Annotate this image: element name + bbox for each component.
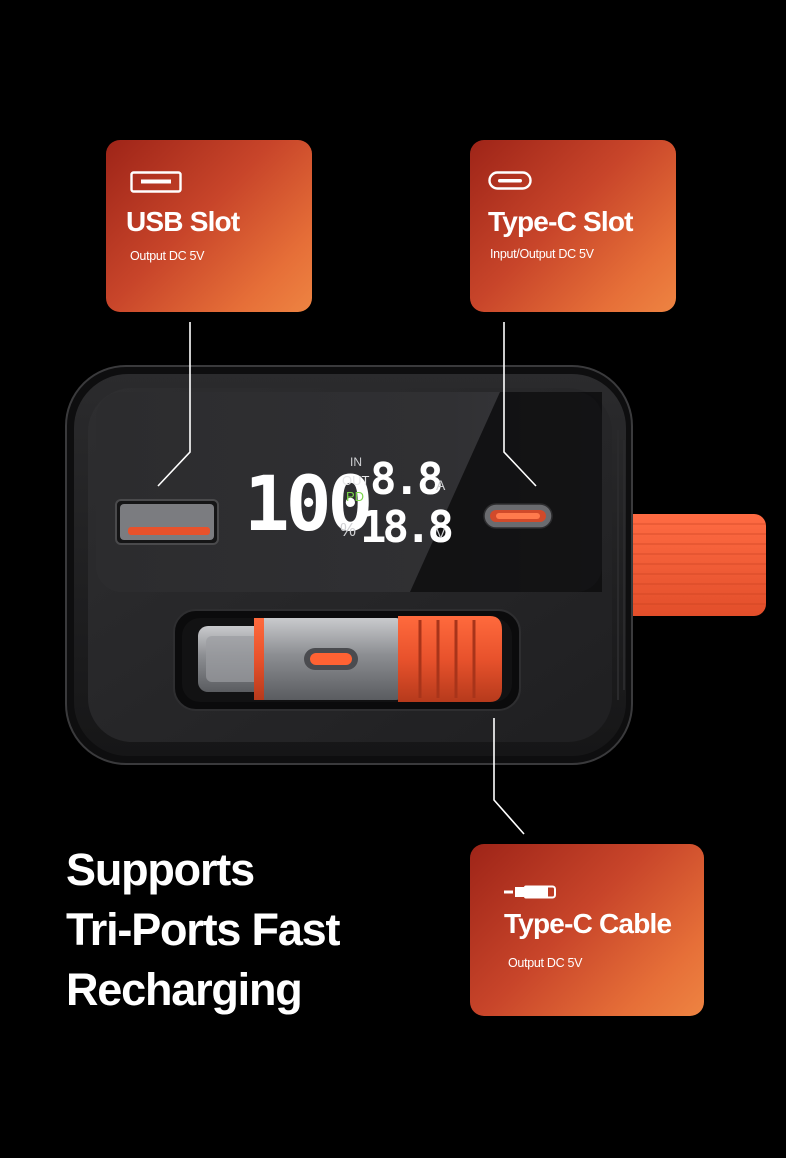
display-panel (96, 392, 602, 592)
display-out-label: OUT (342, 473, 370, 488)
usb-slot-title: USB Slot (126, 206, 240, 237)
type-c-port (483, 503, 553, 529)
display-amp-unit: A (436, 477, 446, 493)
headline-line-2: Tri-Ports Fast (66, 904, 340, 955)
display-amp-value: 8.8 (370, 454, 441, 505)
display-percent-sign: % (340, 520, 356, 540)
type-c-cable-subtitle: Output DC 5V (508, 956, 583, 970)
usb-slot-subtitle: Output DC 5V (130, 249, 205, 263)
type-c-slot-title: Type-C Slot (488, 206, 633, 237)
lanyard-strap (620, 514, 766, 616)
type-c-slot-subtitle: Input/Output DC 5V (490, 247, 594, 261)
headline-line-3: Recharging (66, 964, 303, 1015)
display-pd-label: PD (346, 489, 364, 504)
callout-connector-lines (157, 322, 537, 835)
type-c-cable-icon (504, 885, 556, 899)
usb-slot-callout: USB Slot Output DC 5V (106, 140, 312, 312)
type-c-cable-title: Type-C Cable (504, 908, 672, 939)
display-volt-value: 18.8 (360, 502, 451, 553)
type-c-slot-callout: Type-C Slot Input/Output DC 5V (470, 140, 676, 312)
display-in-label: IN (350, 455, 362, 469)
type-c-cable-callout: Type-C Cable Output DC 5V (470, 844, 704, 1016)
type-c-cable (198, 616, 502, 702)
headline-line-1: Supports (66, 844, 255, 895)
usb-port-icon (130, 171, 182, 193)
display-volt-unit: V (436, 525, 446, 541)
usb-a-port (115, 499, 219, 545)
headline: Supports Tri-Ports Fast Recharging (66, 840, 340, 1020)
battery-percent-readout: 100 (244, 459, 370, 548)
type-c-port-icon (488, 171, 532, 190)
battery-display: 100 IN OUT PD % 8.8 18.8 A V (244, 454, 455, 553)
